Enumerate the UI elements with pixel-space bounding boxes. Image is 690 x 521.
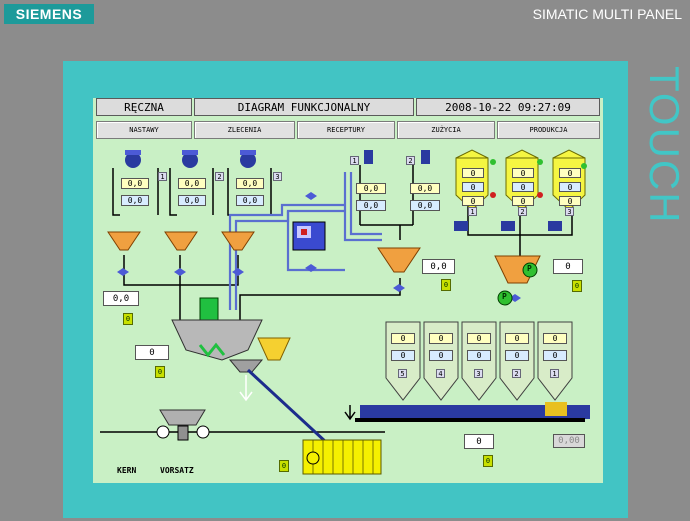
vorsatz-label: VORSATZ	[160, 466, 194, 475]
kern-status: 0	[279, 460, 289, 472]
mid-feeder-1-bottom: 0,0	[356, 200, 386, 211]
bottom-silo-5-number: 5	[398, 369, 407, 378]
top-silo-3-v3: 0	[559, 196, 581, 206]
top-silo-3-v1: 0	[559, 168, 581, 178]
left-feeder-2-top: 0,0	[178, 178, 206, 189]
top-silo-3-number: 3	[565, 207, 574, 216]
mid-scale-value[interactable]: 0,0	[422, 259, 455, 274]
nav-button-produkcja[interactable]: PRODUKCJA	[497, 121, 600, 139]
bottom-silo-4-v2: 0	[429, 350, 453, 361]
pump-label-right: P	[527, 264, 532, 273]
left-feeder-2-number: 2	[215, 172, 224, 181]
right-scale-status: 0	[572, 280, 582, 292]
nav-button-receptury[interactable]: RECEPTURY	[297, 121, 395, 139]
left-feeder-1-top: 0,0	[121, 178, 149, 189]
top-silo-1-number: 1	[468, 207, 477, 216]
bottom-silo-5-v1: 0	[391, 333, 415, 344]
left-scale-status: 0	[123, 313, 133, 325]
mid-feeder-1-top: 0,0	[356, 183, 386, 194]
datetime-display: 2008-10-22 09:27:09	[416, 98, 600, 116]
top-silo-2-v2: 0	[512, 182, 534, 192]
left-feeder-2-bottom: 0,0	[178, 195, 206, 206]
left-feeder-3-bottom: 0,0	[236, 195, 264, 206]
screen-title: DIAGRAM FUNKCJONALNY	[194, 98, 414, 116]
left-feeder-pumps	[125, 150, 256, 168]
bottom-silo-3-v1: 0	[467, 333, 491, 344]
bottom-silo-4-v1: 0	[429, 333, 453, 344]
mid-feeder-1-number: 1	[350, 156, 359, 165]
mid-feeder-2-top: 0,0	[410, 183, 440, 194]
mid-scale-status: 0	[441, 279, 451, 291]
left-feeder-3-number: 3	[273, 172, 282, 181]
mixer-input-status: 0	[155, 366, 165, 378]
mode-indicator: RĘCZNA	[96, 98, 192, 116]
bottom-silo-1-number: 1	[550, 369, 559, 378]
left-feeder-1-bottom: 0,0	[121, 195, 149, 206]
bottom-silo-2-number: 2	[512, 369, 521, 378]
mixer	[171, 297, 264, 402]
bottom-weight-value[interactable]: 0	[464, 434, 494, 449]
mixer-input-value[interactable]: 0	[135, 345, 169, 360]
left-feeder-1-number: 1	[158, 172, 167, 181]
bottom-silo-1-v2: 0	[543, 350, 567, 361]
bottom-silo-1-v1: 0	[543, 333, 567, 344]
nav-button-nastawy[interactable]: NASTAWY	[96, 121, 192, 139]
mid-feeder-2-bottom: 0,0	[410, 200, 440, 211]
bottom-silo-2-v1: 0	[505, 333, 529, 344]
top-silo-1-v1: 0	[462, 168, 484, 178]
mid-feeder-2-number: 2	[406, 156, 415, 165]
bottom-weight-status: 0	[483, 455, 493, 467]
panel-model-label: SIMATIC MULTI PANEL	[532, 6, 682, 22]
bottom-silo-3-v2: 0	[467, 350, 491, 361]
siemens-logo: SIEMENS	[4, 4, 94, 24]
bottom-silo-5-v2: 0	[391, 350, 415, 361]
bottom-silo-4-number: 4	[436, 369, 445, 378]
bottom-disabled-value: 0,00	[553, 434, 585, 448]
top-silo-3-v2: 0	[559, 182, 581, 192]
left-scale-value[interactable]: 0,0	[103, 291, 139, 306]
top-silo-2-v3: 0	[512, 196, 534, 206]
top-silo-2-v1: 0	[512, 168, 534, 178]
bottom-silo-3-number: 3	[474, 369, 483, 378]
right-scale-value[interactable]: 0	[553, 259, 583, 274]
kern-label: KERN	[117, 466, 137, 475]
nav-button-zlecenia[interactable]: ZLECENIA	[194, 121, 295, 139]
bottom-silo-2-v2: 0	[505, 350, 529, 361]
left-feeder-3-top: 0,0	[236, 178, 264, 189]
top-silo-1-v2: 0	[462, 182, 484, 192]
pump-label-lower: P	[502, 292, 507, 301]
top-silo-2-number: 2	[518, 207, 527, 216]
touch-label: TOUCH	[641, 66, 688, 225]
nav-button-zuzycia[interactable]: ZUŻYCIA	[397, 121, 495, 139]
top-silo-1-v3: 0	[462, 196, 484, 206]
